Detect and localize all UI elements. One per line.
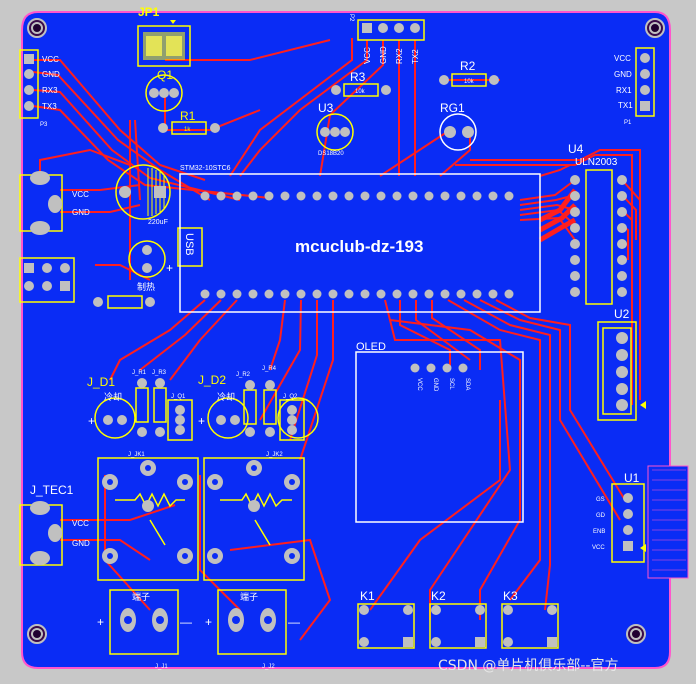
left-header-pin-1: VCC [42, 55, 59, 64]
right-header-pin-3: RX1 [616, 86, 632, 95]
u1-label: U1 [624, 471, 640, 485]
jq1-label: J_Q1 [171, 394, 186, 400]
oled-pin-4: SDA [464, 378, 470, 390]
jk2-label: J_JK2 [266, 452, 283, 458]
rg1-label: RG1 [440, 101, 465, 115]
led-2-label: 冷却 [217, 391, 235, 402]
p2-label: P2 [348, 14, 354, 22]
plus-buzzer: + [166, 261, 173, 275]
mounting-holes [27, 18, 665, 644]
jr4-label: J_R4 [262, 366, 277, 372]
left-header-pin-2: GND [42, 70, 60, 79]
r3-label: R3 [350, 70, 366, 84]
k3-label: K3 [503, 589, 518, 603]
board-title: mcuclub-dz-193 [295, 237, 423, 256]
power-in-gnd: GND [72, 208, 90, 217]
terminal-2-label: 端子 [240, 591, 258, 602]
k1-label: K1 [360, 589, 375, 603]
oled-pin-2: GND [432, 378, 438, 392]
r3-value: 10k [355, 89, 366, 95]
jd1-label: J_D1 [87, 375, 115, 389]
board-outline [21, 11, 671, 669]
r1-value: 1k [184, 127, 191, 133]
jj2-label: J_J2 [262, 664, 275, 670]
u1-pin-1: GS [596, 497, 605, 503]
p1-label: P1 [624, 120, 632, 126]
minus-t1: — [180, 615, 192, 629]
u1-pin-3: ENB [593, 529, 605, 535]
oled-outline [355, 351, 524, 523]
top-header-pin-1: VCC [363, 47, 372, 64]
u3-part: DS18B20 [318, 151, 344, 157]
tec-in-vcc: VCC [72, 519, 89, 528]
jr2-label: J_R2 [236, 372, 251, 378]
u2-label: U2 [614, 307, 630, 321]
plus-t1: + [97, 615, 104, 629]
u1-pin-2: GD [596, 513, 606, 519]
plus-t2: + [205, 615, 212, 629]
left-header-pin-4: TX3 [42, 102, 57, 111]
tec-in-gnd: GND [72, 539, 90, 548]
right-header-pin-4: TX1 [618, 101, 633, 110]
jk1-label: J_JK1 [128, 452, 145, 458]
minus-t2: — [288, 615, 300, 629]
top-header-pin-2: GND [379, 46, 388, 64]
watermark: CSDN @单片机俱乐部--官方 [438, 658, 618, 674]
left-header-pin-3: RX3 [42, 86, 58, 95]
jp1-label: JP1 [138, 5, 160, 19]
top-header-pin-4: TX2 [411, 49, 420, 64]
led-1-label: 冷却 [104, 391, 122, 402]
stm-label: STM32-10STC6 [180, 165, 231, 172]
jr3-label: J_R3 [152, 370, 167, 376]
u1-pin-4: VCC [592, 545, 605, 551]
r2-value: 10k [464, 79, 475, 85]
plus-d2: + [198, 414, 205, 428]
right-header-pin-2: GND [614, 70, 632, 79]
right-header-pin-1: VCC [614, 54, 631, 63]
oled-pin-3: SCL [448, 378, 454, 390]
buzzer-label: 制热 [137, 281, 155, 292]
q1-label: Q1 [157, 68, 173, 82]
uln-label: ULN2003 [575, 157, 618, 168]
jd2-label: J_D2 [198, 373, 226, 387]
jr1-label: J_R1 [132, 370, 147, 376]
terminal-1-label: 端子 [132, 591, 150, 602]
r2-label: R2 [460, 59, 476, 73]
oled-label: OLED [356, 341, 386, 353]
top-header-pin-3: RX2 [395, 48, 404, 64]
capacitor [115, 164, 171, 220]
mcu-outline [179, 173, 541, 313]
power-in-vcc: VCC [72, 190, 89, 199]
jq2-label: J_Q2 [283, 394, 298, 400]
r1-label: R1 [180, 109, 196, 123]
jtec-label: J_TEC1 [30, 483, 74, 497]
cap-value: 220uF [148, 219, 168, 226]
jj1-label: J_J1 [155, 664, 168, 670]
plus-d1: + [88, 414, 95, 428]
usb-label: USB [183, 233, 195, 256]
k2-label: K2 [431, 589, 446, 603]
u4-label: U4 [568, 142, 584, 156]
p3-label: P3 [40, 122, 48, 128]
oled-pin-1: VCC [416, 378, 422, 391]
u3-label: U3 [318, 101, 334, 115]
